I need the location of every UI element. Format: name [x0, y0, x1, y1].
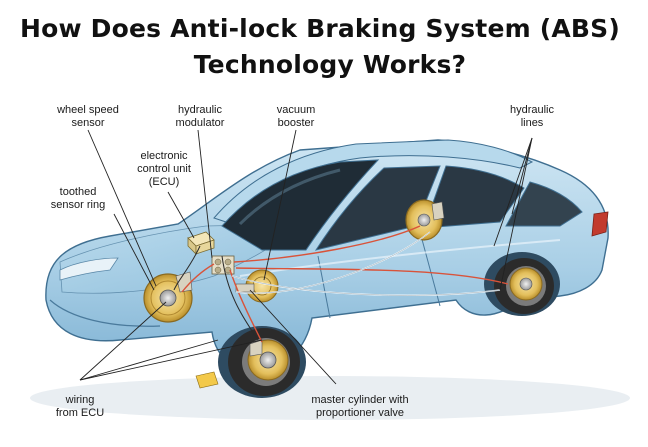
- label-line: wheel speed: [57, 104, 119, 116]
- fog-light: [195, 371, 219, 389]
- rear-window: [505, 181, 583, 227]
- page-title-line-2: Technology Works?: [193, 50, 467, 79]
- label-line: master cylinder with: [311, 394, 409, 406]
- label-line: electronic: [140, 150, 188, 162]
- label-hydraulic-modulator: hydraulic modulator: [160, 104, 240, 130]
- rear-right-brake-disc: [405, 199, 445, 241]
- side-window-front: [314, 165, 441, 251]
- leader-lines: [79, 129, 533, 385]
- label-master-cylinder: master cylinder with proportioner valve: [296, 394, 424, 420]
- label-line: booster: [277, 117, 315, 129]
- label-line: proportioner valve: [315, 407, 405, 419]
- label-line: hydraulic: [509, 104, 555, 116]
- side-window-rear: [423, 165, 525, 229]
- label-line: sensor: [71, 117, 105, 129]
- car-hood: [59, 223, 301, 294]
- label-line: vacuum: [276, 104, 316, 116]
- headlight: [59, 257, 119, 281]
- label-toothed-sensor-ring: toothed sensor ring: [36, 186, 120, 212]
- label-line: sensor ring: [50, 199, 106, 211]
- label-line: toothed: [59, 186, 97, 198]
- label-wheel-speed-sensor: wheel speed sensor: [40, 104, 136, 130]
- tail-light: [591, 211, 609, 237]
- hydraulic-modulator-unit: [211, 255, 235, 275]
- front-left-wheel: [228, 328, 300, 396]
- label-line: wiring: [65, 394, 95, 406]
- page-title-line-1: How Does Anti-lock Braking System (ABS): [19, 14, 621, 43]
- label-line: modulator: [175, 117, 225, 129]
- brake-lines: [173, 225, 509, 343]
- car-shadow: [30, 376, 630, 420]
- label-hydraulic-lines: hydraulic lines: [500, 104, 564, 130]
- label-line: lines: [520, 117, 544, 129]
- label-wiring-from-ecu: wiring from ECU: [40, 394, 120, 420]
- windshield: [221, 159, 380, 251]
- rear-left-wheel: [494, 258, 554, 314]
- label-line: (ECU): [148, 176, 180, 188]
- label-line: control unit: [137, 163, 191, 175]
- label-ecu: electronic control unit (ECU): [118, 150, 210, 189]
- label-line: hydraulic: [177, 104, 223, 116]
- label-line: from ECU: [55, 407, 105, 419]
- label-vacuum-booster: vacuum booster: [260, 104, 332, 130]
